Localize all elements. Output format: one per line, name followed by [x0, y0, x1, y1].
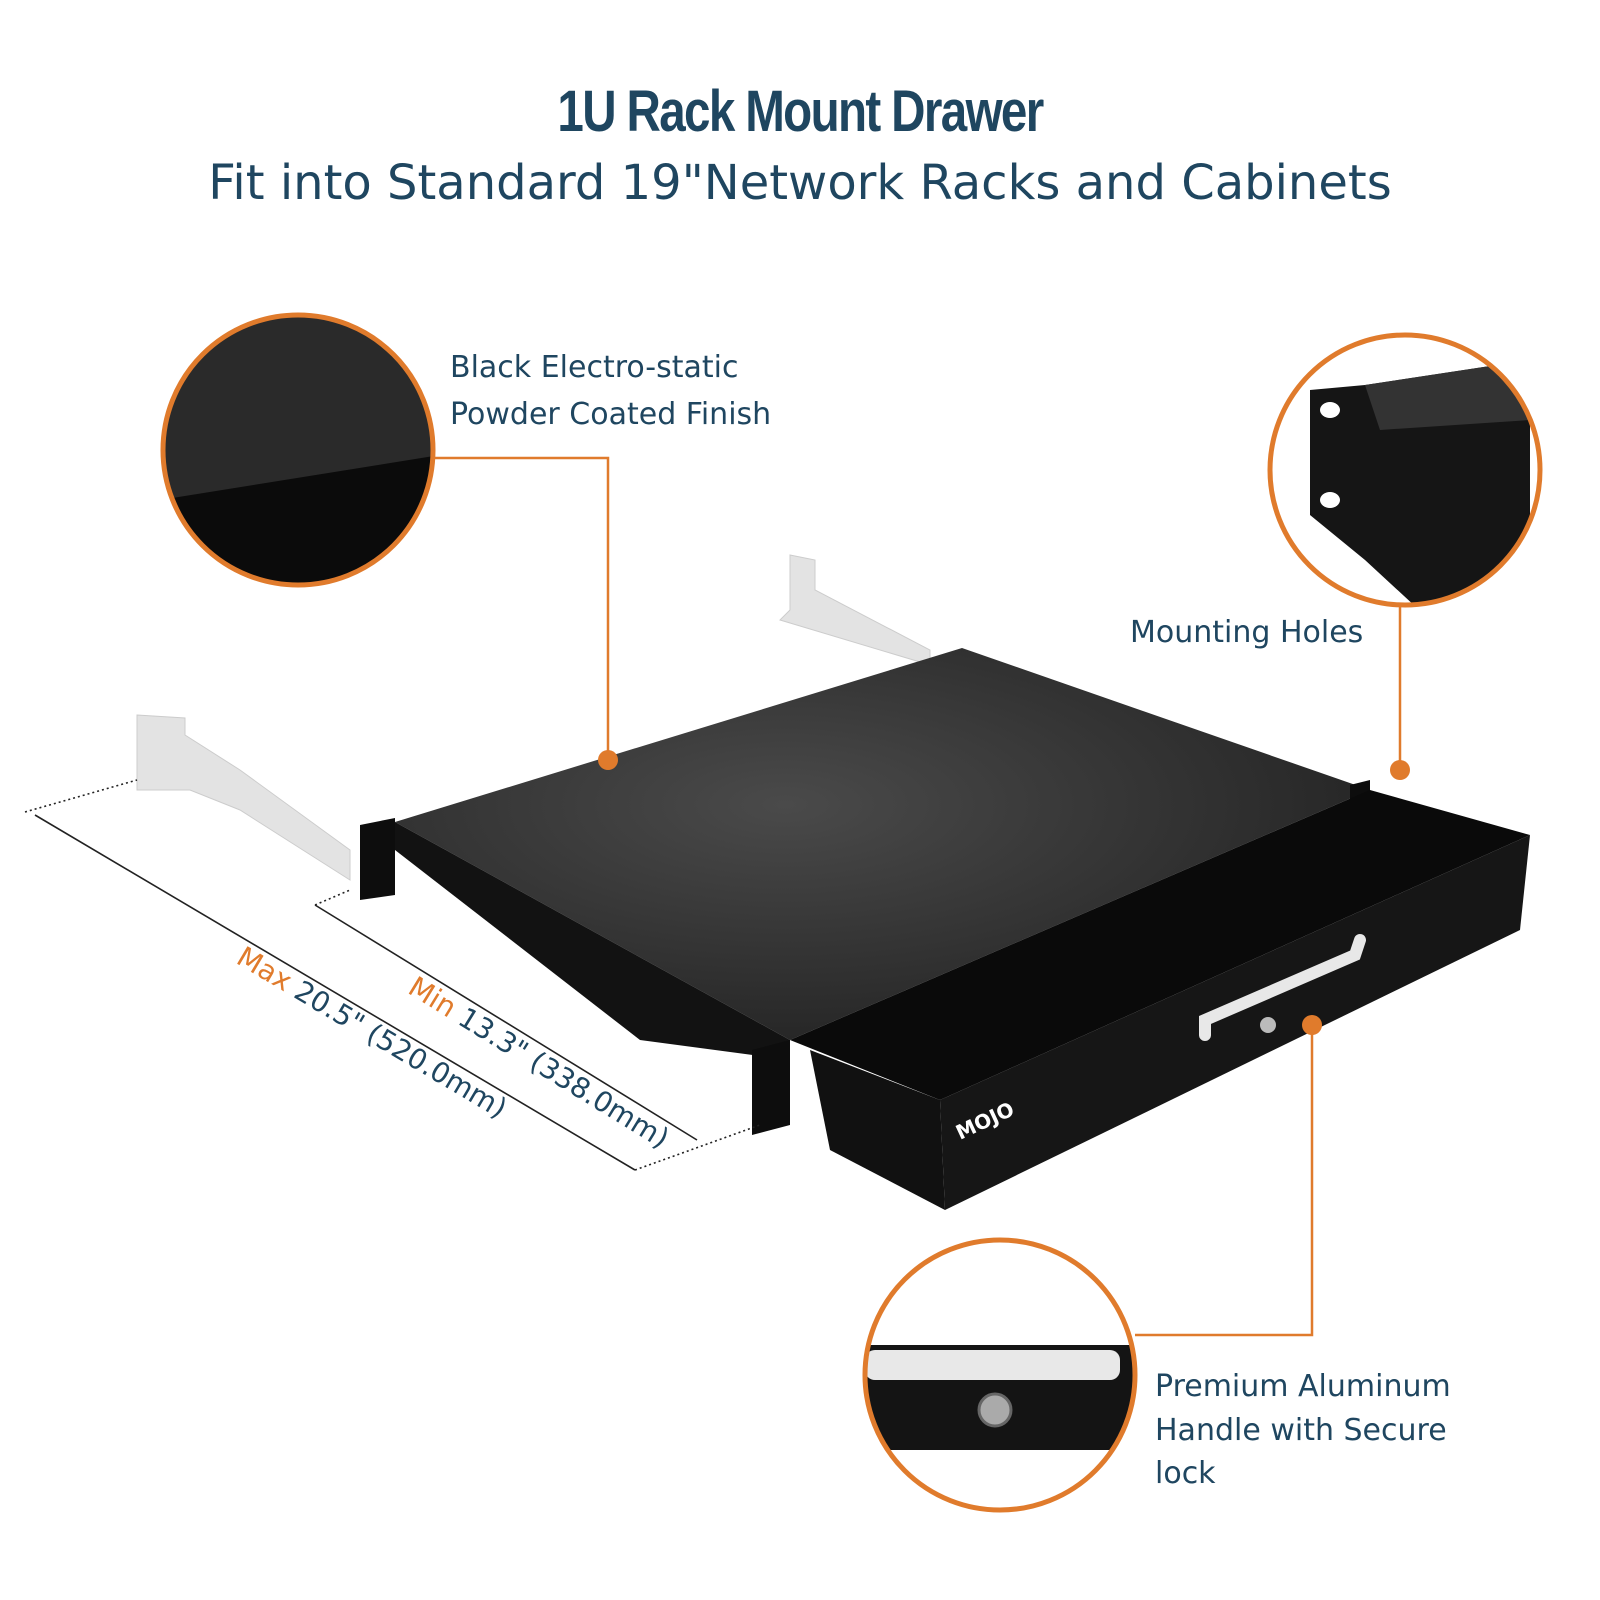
- page-title: 1U Rack Mount Drawer: [557, 79, 1044, 144]
- handle-lock-detail-circle: [862, 1237, 1138, 1513]
- callout-mounting-holes: Mounting Holes: [1130, 610, 1363, 657]
- dimension-lines: [24, 779, 761, 1171]
- callout-handle: Premium Aluminum Handle with Secure lock: [1155, 1365, 1451, 1496]
- finish-detail-circle: [160, 312, 436, 588]
- callout-text: Black Electro-static: [450, 350, 739, 385]
- callout-finish: Black Electro-static Powder Coated Finis…: [450, 345, 771, 438]
- callout-text: Mounting Holes: [1130, 615, 1364, 650]
- drawer-body: MOJO: [360, 648, 1530, 1210]
- callout-text: lock: [1155, 1456, 1216, 1491]
- callout-text: Powder Coated Finish: [450, 396, 772, 432]
- mounting-holes-detail-circle: [1267, 332, 1543, 608]
- callout-leaders: [432, 456, 1402, 1337]
- page-subtitle: Fit into Standard 19"Network Racks and C…: [208, 155, 1392, 211]
- callout-text: Premium Aluminum: [1155, 1369, 1451, 1404]
- callout-text: Handle with Secure: [1155, 1412, 1447, 1448]
- rear-rail-bracket: [136, 554, 931, 881]
